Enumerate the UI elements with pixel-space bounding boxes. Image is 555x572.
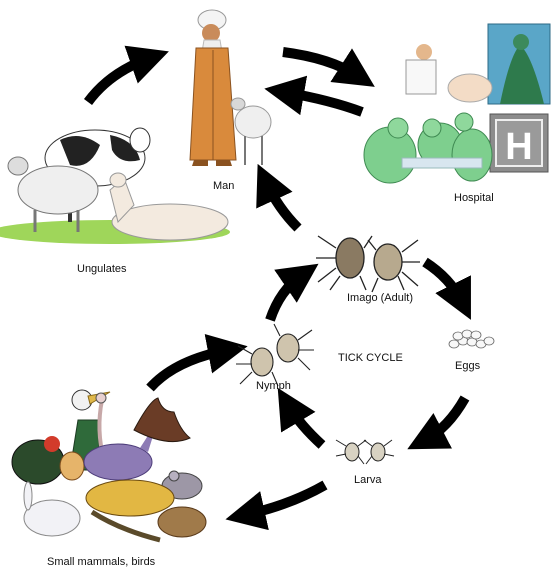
arrow-hospital-to-man bbox=[264, 75, 364, 117]
label-tick-cycle: TICK CYCLE bbox=[338, 352, 403, 364]
larva-ticks-illustration bbox=[335, 439, 395, 465]
arrow-ungulates-to-man bbox=[83, 45, 169, 106]
small-mammals-birds-illustration bbox=[11, 389, 207, 543]
arrow-man-to-hospital bbox=[282, 47, 375, 87]
imago-ticks-illustration bbox=[316, 235, 420, 293]
label-eggs: Eggs bbox=[455, 360, 481, 372]
label-larva: Larva bbox=[354, 474, 382, 486]
label-small-mammals-birds: Small mammals, birds bbox=[47, 556, 156, 568]
label-man: Man bbox=[213, 180, 235, 192]
arrow-imago-to-man bbox=[256, 163, 302, 232]
arrow-larva-to-nymph bbox=[277, 387, 326, 449]
label-imago: Imago (Adult) bbox=[347, 292, 414, 304]
sheep-near-man-illustration bbox=[230, 97, 272, 165]
ungulates-illustration bbox=[0, 127, 230, 244]
arrow-eggs-to-larva bbox=[407, 395, 470, 450]
arrow-smallmammals-to-nymph bbox=[146, 334, 248, 392]
arrow-nymph-to-imago bbox=[265, 263, 319, 322]
nymph-ticks-illustration bbox=[236, 323, 314, 387]
cycle-arrows bbox=[83, 45, 471, 531]
eggs-illustration bbox=[448, 329, 495, 349]
hospital-sign-letter: H bbox=[505, 126, 532, 168]
label-nymph: Nymph bbox=[256, 380, 291, 392]
arrow-imago-to-eggs bbox=[422, 257, 471, 320]
man-illustration bbox=[189, 9, 237, 166]
hospital-illustration bbox=[363, 23, 551, 184]
label-hospital: Hospital bbox=[454, 192, 494, 204]
label-ungulates: Ungulates bbox=[77, 263, 127, 275]
arrow-larva-to-smallmammals bbox=[225, 480, 328, 531]
